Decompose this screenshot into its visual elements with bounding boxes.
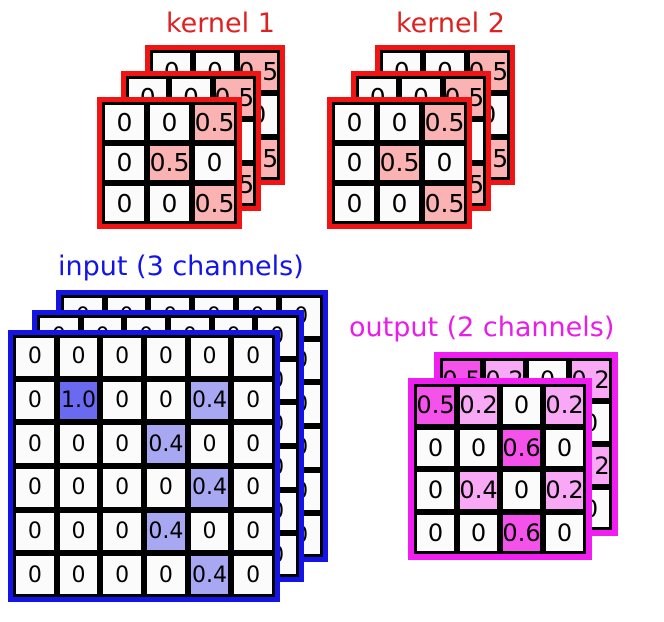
grid-cell: 0.5 (377, 142, 422, 184)
input-title: input (3 channels) (58, 251, 304, 282)
grid-cell: 0.2 (543, 469, 586, 512)
grid-cell: 0 (332, 102, 377, 143)
grid-cell: 0 (100, 466, 144, 510)
grid-cell: 0 (543, 511, 586, 554)
grid-cell: 0 (144, 553, 188, 597)
grid-cell: 0 (187, 509, 232, 554)
grid-cell: 0.6 (500, 426, 543, 469)
grid-cell: 0 (100, 335, 144, 379)
grid-cell: 0 (231, 422, 275, 466)
grid-cell: 0.2 (543, 384, 586, 427)
grid-cell: 0 (56, 509, 101, 554)
grid-cell: 0 (100, 509, 144, 554)
grid-cell: 0 (543, 426, 586, 469)
grid-cell: 0 (100, 553, 144, 597)
grid-cell: 0 (332, 142, 377, 184)
grid-cell: 0.5 (192, 183, 237, 224)
grid-cell: 0.4 (187, 466, 232, 510)
grid-cell: 0 (500, 469, 543, 512)
output-title: output (2 channels) (349, 312, 615, 343)
grid-cell: 0 (100, 378, 144, 423)
grid-cell: 0.5 (414, 384, 457, 427)
grid-cell: 0.4 (144, 422, 188, 466)
grid-cell: 0 (100, 422, 144, 466)
grid-cell: 0.5 (147, 142, 192, 184)
grid-cell: 0 (231, 378, 275, 423)
grid-cell: 0 (192, 142, 237, 184)
grid-cell: 0.5 (422, 183, 467, 224)
grid-cell: 0 (102, 183, 147, 224)
grid-cell: 0 (377, 102, 422, 143)
grid-cell: 0 (231, 553, 275, 597)
grid-cell: 0 (147, 183, 192, 224)
grid-cell: 0 (187, 335, 232, 379)
grid-cell: 0 (457, 511, 500, 554)
grid-cell: 0 (144, 466, 188, 510)
kernel-2-title: kernel 2 (396, 8, 505, 39)
grid-cell: 0 (13, 335, 57, 379)
kernel-1-title: kernel 1 (166, 8, 275, 39)
grid-cell: 0 (187, 422, 232, 466)
grid-cell: 0 (56, 553, 101, 597)
grid-cell: 0 (56, 422, 101, 466)
grid-cell: 0 (231, 509, 275, 554)
grid-cell: 0 (457, 426, 500, 469)
grid-cell: 0 (377, 183, 422, 224)
grid-cell: 0.4 (144, 509, 188, 554)
grid-cell: 1.0 (56, 378, 101, 423)
grid-cell: 0.5 (192, 102, 237, 143)
grid-cell: 0 (414, 511, 457, 554)
grid-cell: 0 (144, 335, 188, 379)
grid-cell: 0 (332, 183, 377, 224)
grid-cell: 0 (13, 378, 57, 423)
grid-cell: 0 (102, 142, 147, 184)
grid-cell: 0.4 (187, 553, 232, 597)
grid-cell: 0 (414, 426, 457, 469)
grid-cell: 0 (422, 142, 467, 184)
grid-cell: 0 (13, 553, 57, 597)
grid-cell: 0 (102, 102, 147, 143)
grid-cell: 0 (231, 335, 275, 379)
grid-cell: 0 (144, 378, 188, 423)
grid-cell: 0 (13, 422, 57, 466)
grid-cell: 0.5 (422, 102, 467, 143)
grid-cell: 0 (231, 466, 275, 510)
grid-cell: 0 (56, 466, 101, 510)
grid-cell: 0 (13, 466, 57, 510)
grid-cell: 0.4 (457, 469, 500, 512)
grid-cell: 0 (147, 102, 192, 143)
grid-cell: 0 (56, 335, 101, 379)
grid-cell: 0 (500, 384, 543, 427)
grid-cell: 0.2 (457, 384, 500, 427)
grid-cell: 0 (414, 469, 457, 512)
grid-cell: 0.4 (187, 378, 232, 423)
grid-cell: 0.6 (500, 511, 543, 554)
grid-cell: 0 (13, 509, 57, 554)
